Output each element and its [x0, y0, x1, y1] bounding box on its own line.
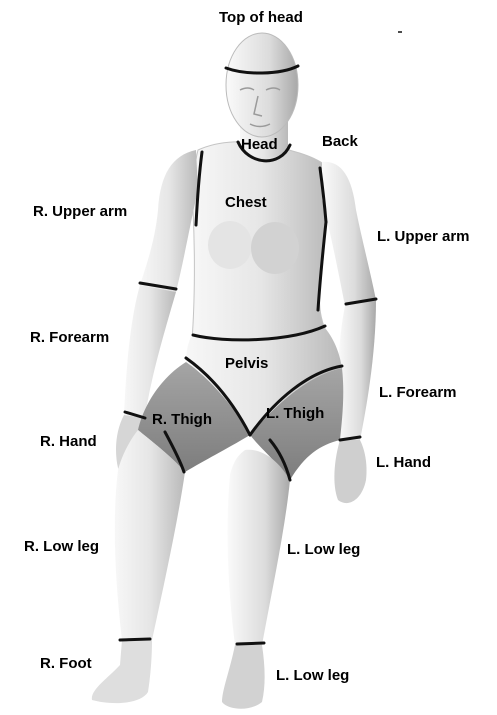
label-l-thigh: L. Thigh [266, 406, 324, 421]
right-breast [251, 222, 299, 274]
label-l-upper-arm: L. Upper arm [377, 229, 470, 244]
r-ankle-line [120, 639, 150, 640]
r-low-leg-shape [115, 430, 185, 640]
label-r-thigh: R. Thigh [152, 412, 212, 427]
l-hand-shape [334, 440, 366, 503]
l-foot-shape [222, 645, 265, 709]
l-forearm-shape [338, 300, 376, 440]
label-l-low-leg-upper: L. Low leg [287, 542, 360, 557]
label-back: Back [322, 134, 358, 149]
label-head: Head [241, 137, 278, 152]
label-r-upper-arm: R. Upper arm [33, 204, 127, 219]
l-ankle-line [237, 643, 264, 644]
r-upper-arm-shape [140, 150, 198, 292]
label-r-hand: R. Hand [40, 434, 97, 449]
label-r-low-leg: R. Low leg [24, 539, 99, 554]
r-foot-shape [92, 640, 152, 703]
label-r-foot: R. Foot [40, 656, 92, 671]
label-r-forearm: R. Forearm [30, 330, 109, 345]
head-shape [226, 33, 298, 137]
left-breast [208, 221, 252, 269]
l-low-leg-shape [228, 450, 290, 645]
label-pelvis: Pelvis [225, 356, 268, 371]
label-l-hand: L. Hand [376, 455, 431, 470]
label-l-forearm: L. Forearm [379, 385, 457, 400]
label-l-low-leg-lower: L. Low leg [276, 668, 349, 683]
label-top-of-head: Top of head [219, 10, 303, 25]
l-upper-arm-shape [322, 162, 376, 306]
label-chest: Chest [225, 195, 267, 210]
